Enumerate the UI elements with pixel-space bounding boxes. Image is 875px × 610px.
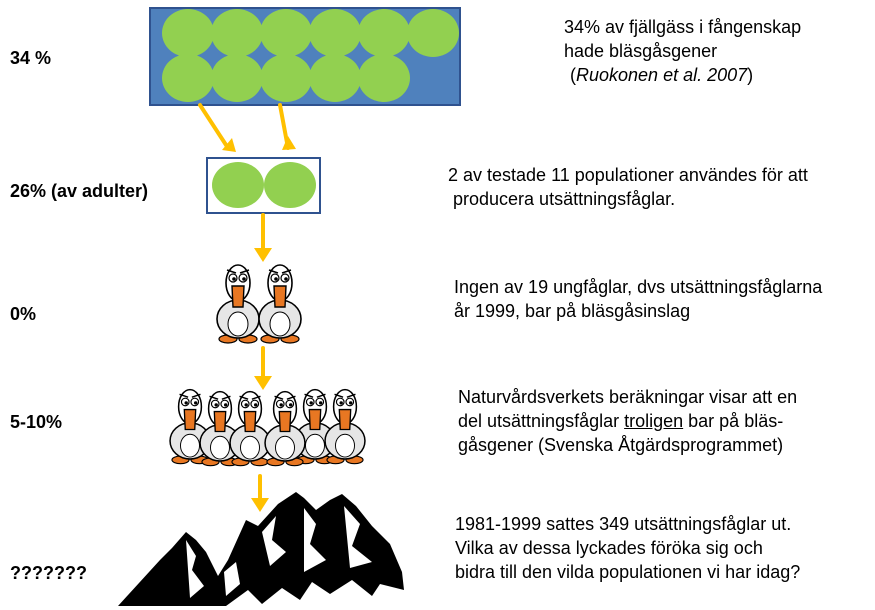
row-description-3: Ingen av 19 ungfåglar, dvs utsättningsfå… <box>454 275 822 323</box>
row-label-3: 0% <box>10 304 37 324</box>
description-line: 2 av testade 11 populationer användes fö… <box>448 165 808 185</box>
citation-open: ( <box>570 65 576 85</box>
goose-icon <box>216 264 302 344</box>
top-population-box <box>149 7 461 106</box>
description-line: gåsgener (Svenska Åtgärdsprogrammet) <box>458 435 784 455</box>
row-description-5: 1981-1999 sattes 349 utsättningsfåglar u… <box>455 512 800 584</box>
citation: (Ruokonen et al. 2007) <box>564 63 801 87</box>
citation-text: Ruokonen et al. 2007 <box>576 65 748 85</box>
description-line: Naturvårdsverkets beräkningar visar att … <box>458 387 798 407</box>
row-description-1: 34% av fjällgäss i fångenskap hade bläsg… <box>564 15 801 87</box>
text-span: bar på bläs- <box>683 411 784 431</box>
row-label-2: 26% (av adulter) <box>10 181 149 201</box>
citation-close: ) <box>747 65 754 85</box>
row-label-1: 34 % <box>10 48 52 68</box>
description-line: hade bläsgåsgener <box>564 41 718 61</box>
row-label-4: 5-10% <box>10 412 63 432</box>
description-line: Vilka av dessa lyckades föröka sig och <box>455 538 763 558</box>
description-line: Ingen av 19 ungfåglar, dvs utsättningsfå… <box>454 277 823 297</box>
underlined-word: troligen <box>624 411 684 431</box>
description-line: del utsättningsfåglar troligen bar på bl… <box>458 409 797 433</box>
row-label-5: ??????? <box>10 563 87 583</box>
row-description-4: Naturvårdsverkets beräkningar visar att … <box>458 385 797 457</box>
breeding-population-box <box>206 157 321 214</box>
goose-icon <box>169 388 366 467</box>
description-line: år 1999, bar på bläsgåsinslag <box>454 301 691 321</box>
mountain-icon <box>118 492 404 606</box>
description-line: 34% av fjällgäss i fångenskap <box>564 17 802 37</box>
description-line: producera utsättningsfåglar. <box>453 189 676 209</box>
description-line: 1981-1999 sattes 349 utsättningsfåglar u… <box>455 514 792 534</box>
text-span: del utsättningsfåglar <box>458 411 625 431</box>
description-line: bidra till den vilda populationen vi har… <box>455 562 801 582</box>
row-description-2: 2 av testade 11 populationer användes fö… <box>448 163 808 211</box>
